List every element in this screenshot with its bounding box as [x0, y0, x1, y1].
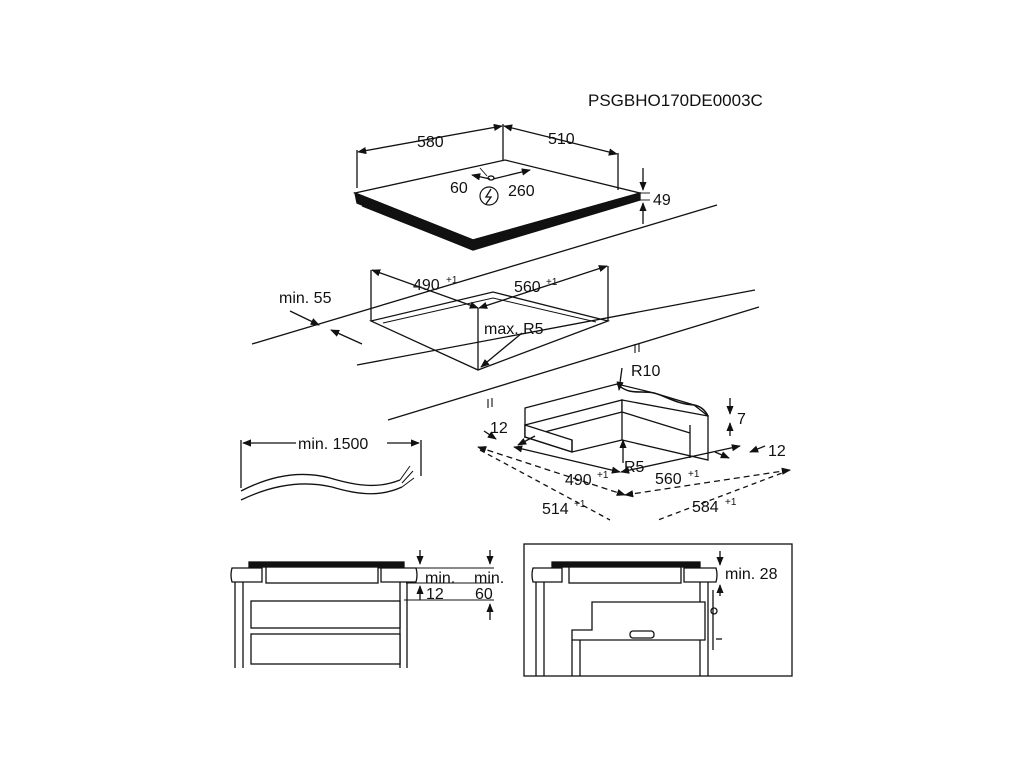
cable-position-a: 60	[450, 180, 468, 197]
worktop-cutout-drawing	[251, 204, 760, 421]
cutout-width-tolerance: +1	[446, 275, 458, 286]
product-code: PSGBHO170DE0003C	[588, 91, 763, 110]
drawer-lower	[250, 633, 401, 665]
dim-line-560	[478, 265, 608, 309]
seal-radius-outer: R10	[631, 363, 660, 380]
cutout-depth-label: 560	[514, 279, 541, 296]
drawer-min-label-2: min.	[474, 570, 504, 587]
seal-detail-drawing	[477, 367, 791, 521]
install-above-drawers	[230, 550, 494, 668]
dim-line-490	[371, 269, 479, 309]
drawer-upper	[250, 600, 401, 629]
seal-depth-tolerance: +1	[688, 469, 700, 480]
install-above-oven	[523, 543, 793, 677]
break-marks	[487, 343, 640, 408]
seal-thickness-label: 7	[737, 411, 746, 428]
worktop-edge-front	[356, 289, 756, 366]
seal-outer-width-tolerance: +1	[574, 499, 586, 510]
dim-line-510	[503, 124, 618, 156]
electric-symbol-icon	[479, 186, 499, 206]
dim-line-580	[357, 123, 503, 155]
seal-width-label: 490	[565, 472, 592, 489]
oven-handle	[629, 630, 655, 639]
hob-depth-label: 510	[548, 131, 575, 148]
drawer-min-value-1: 12	[426, 586, 444, 603]
seal-edge-left-label: 12	[490, 420, 508, 437]
seal-depth-label: 560	[655, 471, 682, 488]
cutout-depth-tolerance: +1	[546, 277, 558, 288]
seal-outer-width-label: 514	[542, 501, 569, 518]
seal-width-tolerance: +1	[597, 470, 609, 481]
seal-edge-right-label: 12	[768, 443, 786, 460]
hob-width-label: 580	[417, 134, 444, 151]
cable-drawing	[240, 439, 422, 501]
seal-outer-depth-tolerance: +1	[725, 497, 737, 508]
seal-radius-inner: R5	[624, 459, 645, 476]
cable-length-label: min. 1500	[298, 436, 368, 453]
drawer-min-value-2: 60	[475, 586, 493, 603]
cutout-radius-label: max. R5	[484, 321, 544, 338]
hob-drawing	[352, 123, 650, 251]
cable-position-b: 260	[508, 183, 535, 200]
cutout-width-label: 490	[413, 277, 440, 294]
drawer-min-label-1: min.	[425, 570, 455, 587]
hob-height-label: 49	[653, 192, 671, 209]
oven-min-label: min. 28	[725, 566, 778, 583]
worktop-edge-lower	[387, 306, 760, 421]
seal-outer-depth-label: 584	[692, 499, 719, 516]
min-edge-label: min. 55	[279, 290, 332, 307]
